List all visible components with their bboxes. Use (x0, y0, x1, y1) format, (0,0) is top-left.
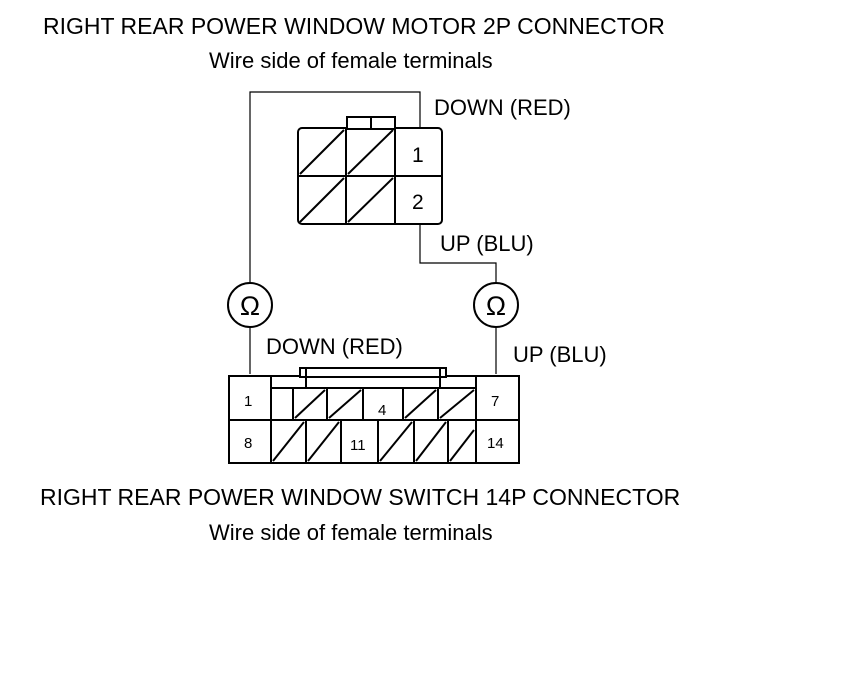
switch-connector-subtitle: Wire side of female terminals (209, 520, 493, 545)
ohmmeter-left-symbol: Ω (240, 291, 260, 321)
motor-up-wire-label: UP (BLU) (440, 231, 534, 256)
motor-2p-connector (297, 116, 443, 225)
switch-connector-title: RIGHT REAR POWER WINDOW SWITCH 14P CONNE… (40, 484, 680, 510)
switch-up-wire-label: UP (BLU) (513, 342, 607, 367)
switch-pin-11-label: 11 (350, 437, 366, 454)
switch-pin-8-label: 8 (244, 435, 252, 452)
switch-pin-14-label: 14 (487, 435, 504, 452)
ohmmeter-icon: Ω (473, 282, 519, 328)
switch-pin-7-label: 7 (491, 393, 499, 410)
motor-connector-title: RIGHT REAR POWER WINDOW MOTOR 2P CONNECT… (43, 13, 665, 39)
switch-14p-connector (228, 367, 520, 464)
ohmmeter-right-symbol: Ω (486, 291, 506, 321)
switch-pin-4-label: 4 (378, 402, 386, 419)
motor-connector-subtitle: Wire side of female terminals (209, 48, 493, 73)
motor-pin-2-label: 2 (412, 191, 424, 214)
motor-pin-1-label: 1 (412, 144, 424, 167)
test-leads (249, 91, 497, 374)
switch-down-wire-label: DOWN (RED) (266, 334, 403, 359)
ohmmeter-icon: Ω (227, 282, 273, 328)
motor-down-wire-label: DOWN (RED) (434, 95, 571, 120)
switch-pin-1-label: 1 (244, 393, 252, 410)
